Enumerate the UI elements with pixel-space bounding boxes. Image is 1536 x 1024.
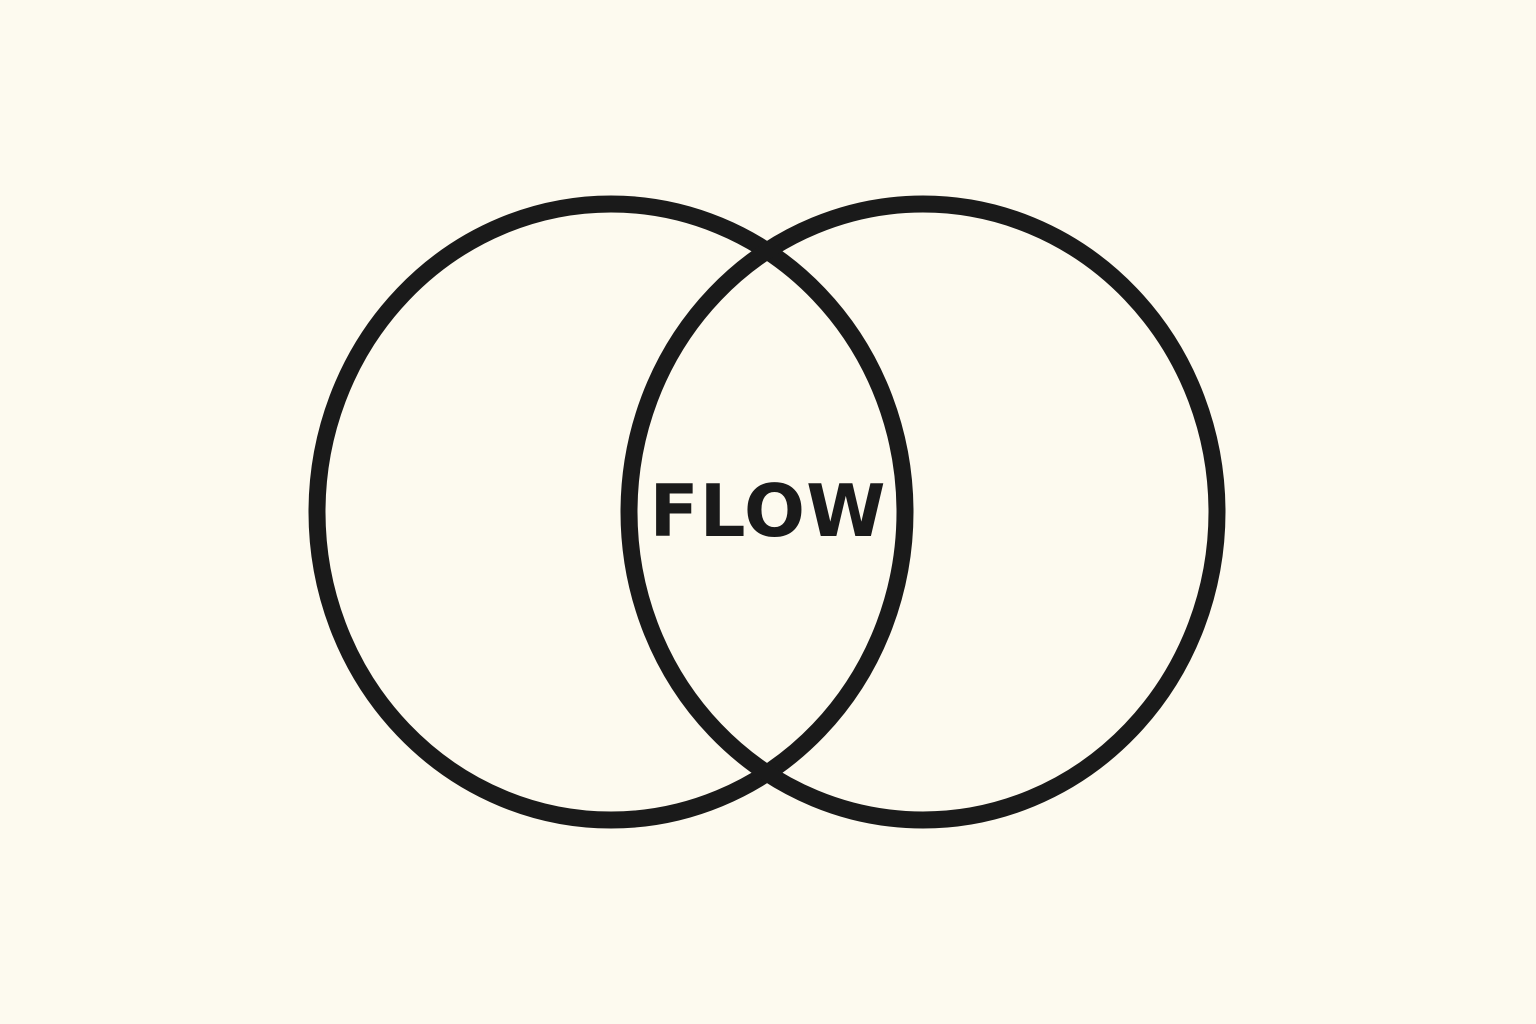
right-circle <box>620 195 1226 829</box>
left-circle <box>308 195 914 829</box>
intersection-label: FLOW <box>649 469 886 553</box>
